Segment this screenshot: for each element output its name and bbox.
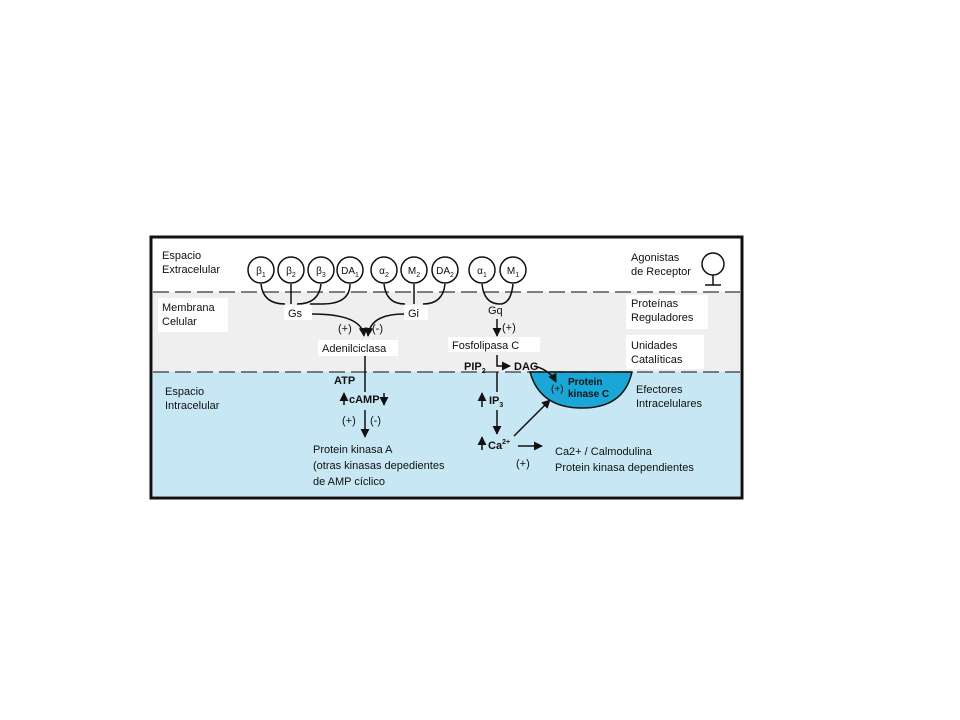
receptor-label: α2 <box>379 266 389 279</box>
label-extracellular: Espacio Extracelular <box>162 250 220 276</box>
gq-plus-sign: (+) <box>502 322 516 334</box>
ca-to-pkc-arrow <box>513 399 551 437</box>
receptor-α1: α1 <box>468 256 496 284</box>
receptor-m1: M1 <box>499 256 527 284</box>
camp-molecule: cAMP <box>349 394 380 406</box>
gs-coupling-lines <box>260 283 351 305</box>
adenylyl-cyclase: Adenilciclasa <box>322 343 387 355</box>
receptor-label: β1 <box>256 266 266 279</box>
ca-molecule: Ca2+ <box>488 439 510 452</box>
receptor-circle <box>468 256 496 284</box>
camp-minus-sign: (-) <box>370 415 381 427</box>
receptor-circle <box>431 256 459 284</box>
label-effectors: Efectores Intracelulares <box>636 384 703 410</box>
label-intracellular: Espacio Intracelular <box>165 386 220 412</box>
receptor-circle <box>499 256 527 284</box>
receptor-m2: M2 <box>400 256 428 284</box>
receptor-row: β1 β2 β3 DA1 α2 M2 DA2 α1 M1 <box>247 256 527 284</box>
gq-protein: Gq <box>488 305 503 317</box>
dag-to-pkc-arrow <box>533 365 557 383</box>
pip2-to-dag-arrow <box>496 355 511 371</box>
gi-protein: Gi <box>408 308 419 320</box>
plc-bg <box>448 337 540 352</box>
receptor-circle <box>370 256 398 284</box>
gs-plus-sign: (+) <box>338 323 352 335</box>
dag-molecule: DAG <box>514 361 538 373</box>
receptor-da1: DA1 <box>336 256 364 284</box>
receptor-label: DA1 <box>341 266 359 279</box>
ip3-molecule: IP3 <box>489 395 503 409</box>
label-regulators: Proteínas Reguladores <box>631 298 694 324</box>
gs-protein: Gs <box>288 308 303 320</box>
receptor-circle <box>336 256 364 284</box>
label-membrane: Membrana Celular <box>162 302 218 328</box>
regulators-label-bg <box>626 295 708 329</box>
gi-coupling-lines <box>383 283 446 305</box>
receptor-α2: α2 <box>370 256 398 284</box>
intracellular-zone <box>153 372 740 496</box>
calmodulin-output: Ca2+ / Calmodulina Protein kinasa depend… <box>555 446 694 474</box>
receptor-β1: β1 <box>247 256 275 284</box>
receptor-circle <box>400 256 428 284</box>
gs-to-adenylyl-line <box>311 313 368 337</box>
catalytic-label-bg <box>626 335 704 369</box>
atp-molecule: ATP <box>334 375 355 387</box>
receptor-circle <box>307 256 335 284</box>
gs-label-bg <box>284 305 312 320</box>
receptor-circle <box>247 256 275 284</box>
receptor-label: β3 <box>316 266 326 279</box>
gi-label-bg <box>404 305 428 320</box>
receptor-label: M2 <box>408 266 420 279</box>
pka-output: Protein kinasa A (otras kinasas depedien… <box>313 444 448 488</box>
label-agonists: Agonistas de Receptor <box>631 252 691 278</box>
ca-plus-sign: (+) <box>516 458 530 470</box>
label-catalytic: Unidades Catalíticas <box>631 340 683 366</box>
agonist-receptor-icon <box>701 252 725 286</box>
receptor-label: DA2 <box>436 266 454 279</box>
receptor-label: α1 <box>477 266 487 279</box>
pkc-plus-sign: (+) <box>551 384 564 395</box>
phospholipase-c: Fosfolipasa C <box>452 340 519 352</box>
diagram-border <box>149 235 744 500</box>
gq-coupling-lines <box>481 283 514 305</box>
gi-to-adenylyl-line <box>364 313 405 337</box>
receptor-β3: β3 <box>307 256 335 284</box>
membrane-label-bg <box>158 298 228 332</box>
receptor-label: β2 <box>286 266 296 279</box>
receptor-da2: DA2 <box>431 256 459 284</box>
receptor-circle <box>277 256 305 284</box>
receptor-β2: β2 <box>277 256 305 284</box>
receptor-label: M1 <box>507 266 519 279</box>
camp-plus-sign: (+) <box>342 415 356 427</box>
gi-minus-sign: (-) <box>372 323 383 335</box>
pip2-molecule: PIP2 <box>464 361 486 375</box>
protein-kinase-c: Protein kinase C <box>568 377 609 400</box>
adenylyl-cyclase-bg <box>318 340 398 356</box>
